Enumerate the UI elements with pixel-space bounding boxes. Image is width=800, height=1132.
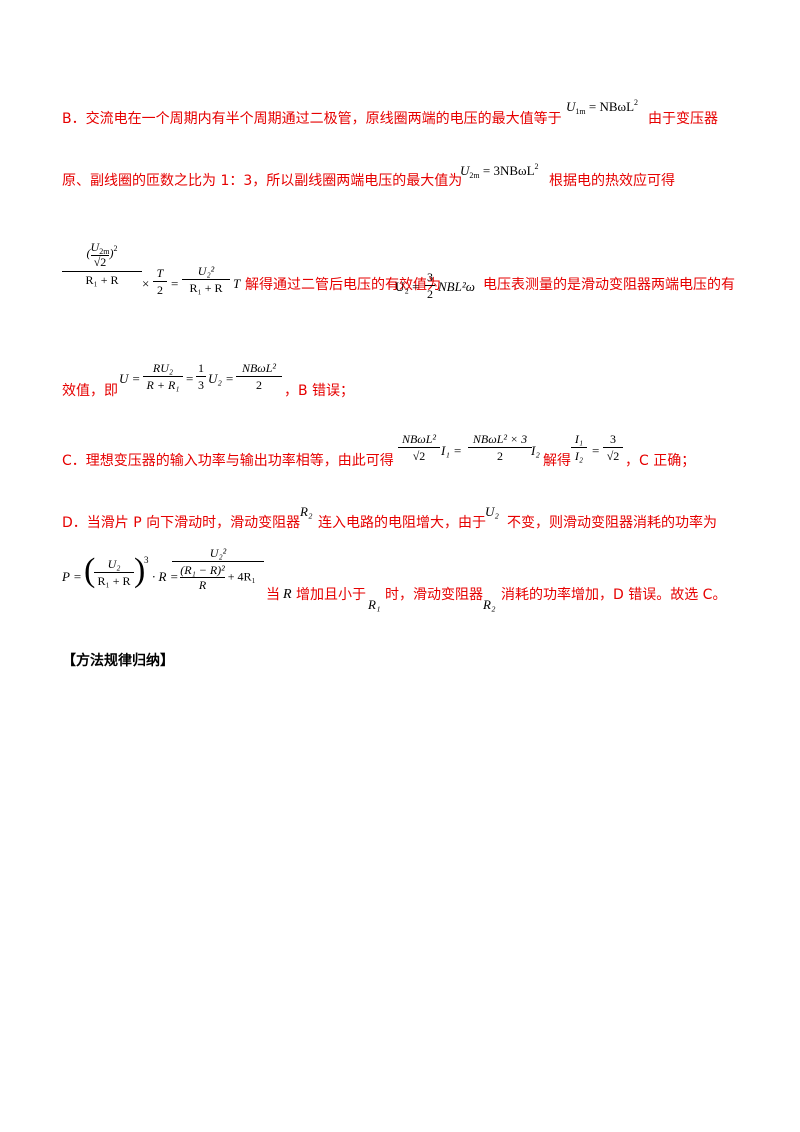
d-line2-text-d: 消耗的功率增加，D 错误。故选 C。 [501, 587, 727, 603]
c-line-text-a: C．理想变压器的输入功率与输出功率相等，由此可得 [62, 453, 394, 469]
p-exponent: 3 [144, 555, 149, 565]
d-line1-text-c: 不变，则滑动变阻器消耗的功率为 [507, 515, 717, 531]
d-line2-text-c: 时，滑动变阻器 [385, 587, 483, 603]
d-line2-text-a: 当 [266, 587, 280, 603]
b-line4-text-a: 效值，即 [62, 383, 118, 399]
b-line4-text-b: ，B 错误； [284, 383, 355, 399]
d-r1: R₁ [368, 597, 381, 612]
p-big-fraction: U₂² (R₁ − R)² R + 4R₁ [172, 546, 264, 592]
c-i2: I₂ [531, 443, 540, 458]
u2-eff-lhs: U₂ = [395, 279, 420, 294]
p-lhs: P = [62, 569, 82, 584]
d-u2: U₂ [485, 504, 499, 519]
p-left-paren: ( [84, 552, 96, 589]
d-r2: R₂ [300, 504, 313, 519]
p-mid: · R = [152, 569, 179, 584]
c-ratio-value-fraction: 3√2 [603, 432, 623, 463]
c-ratio-eq: = [592, 443, 600, 458]
method-summary-heading: 【方法规律归纳】 [62, 653, 174, 669]
equals-sign: = [171, 276, 179, 291]
d-line1-text-a: D．当滑片 P 向下滑动时，滑动变阻器 [62, 515, 301, 531]
times-sign: × [142, 276, 150, 291]
c-line-text-b: 解得 [543, 453, 571, 469]
d-r2b: R₂ [483, 597, 496, 612]
c-i1: I₁ = [441, 443, 462, 458]
t-tail: T [233, 276, 241, 291]
b-line2-text-b: 根据电的热效应可得 [549, 173, 675, 189]
u-eq: = [186, 371, 194, 386]
u-mid: U₂ = [208, 371, 234, 386]
b-line1-text-a: B．交流电在一个周期内有半个周期通过二极管，原线圈两端的电压的最大值等于 [62, 111, 562, 127]
b-line2-text-a: 原、副线圈的匝数之比为 1：3，所以副线圈两端电压的最大值为 [62, 173, 463, 189]
u2-eff-tail: NBL²ω [438, 279, 475, 294]
u-lhs: U = [119, 371, 141, 386]
c-line-text-c: ，C 正确； [625, 453, 696, 469]
d-line1-text-b: 连入电路的电阻增大，由于 [318, 515, 486, 531]
heat-left-fraction: ( U2m √2 )2 R₁ + R [62, 238, 142, 287]
u1m-formula: U1m = NBωL2 [566, 98, 639, 116]
b-line3-text-a: 解得通过二管后电压的有效值为 [245, 277, 441, 293]
p-right-paren: ) [134, 552, 146, 589]
d-r: R [283, 587, 292, 602]
u2m-formula: U2m = 3NBωL2 [460, 162, 539, 180]
b-line1-text-b: 由于变压器 [648, 111, 718, 127]
c-left-fraction: NBωL²√2 [398, 432, 440, 463]
b-line3-text-b: 电压表测量的是滑动变阻器两端电压的有 [483, 277, 735, 293]
d-line2-text-b: 增加且小于 [296, 587, 366, 603]
